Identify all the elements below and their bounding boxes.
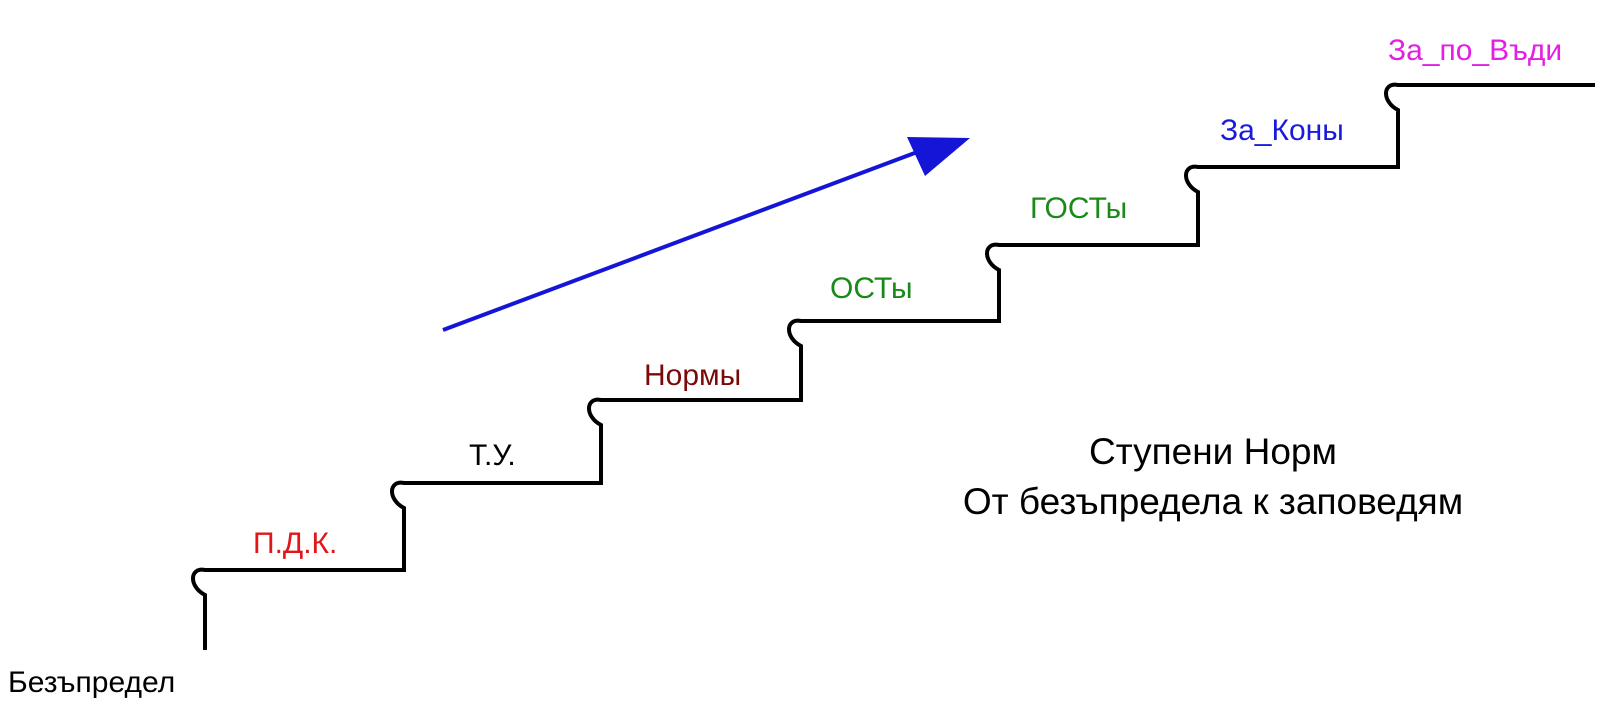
step-label-normy: Нормы <box>644 359 741 392</box>
step-label-gosty: ГОСТы <box>1030 192 1127 225</box>
staircase-line <box>191 82 1595 650</box>
caption-title: Ступени Норм <box>1089 431 1337 472</box>
step-label-osty: ОСТы <box>830 272 913 305</box>
step-label-pdk: П.Д.К. <box>253 527 337 560</box>
growth-arrow-head <box>907 137 970 176</box>
step-label-tu: Т.У. <box>469 439 516 472</box>
step-label-zapovedi: За_по_Въди <box>1388 34 1562 67</box>
growth-arrow-shaft <box>442 149 921 332</box>
start-label: Безъпредел <box>8 666 175 699</box>
step-label-zakony: За_Коны <box>1220 114 1344 147</box>
caption-subtitle: От безъпредела к заповедям <box>963 481 1463 522</box>
